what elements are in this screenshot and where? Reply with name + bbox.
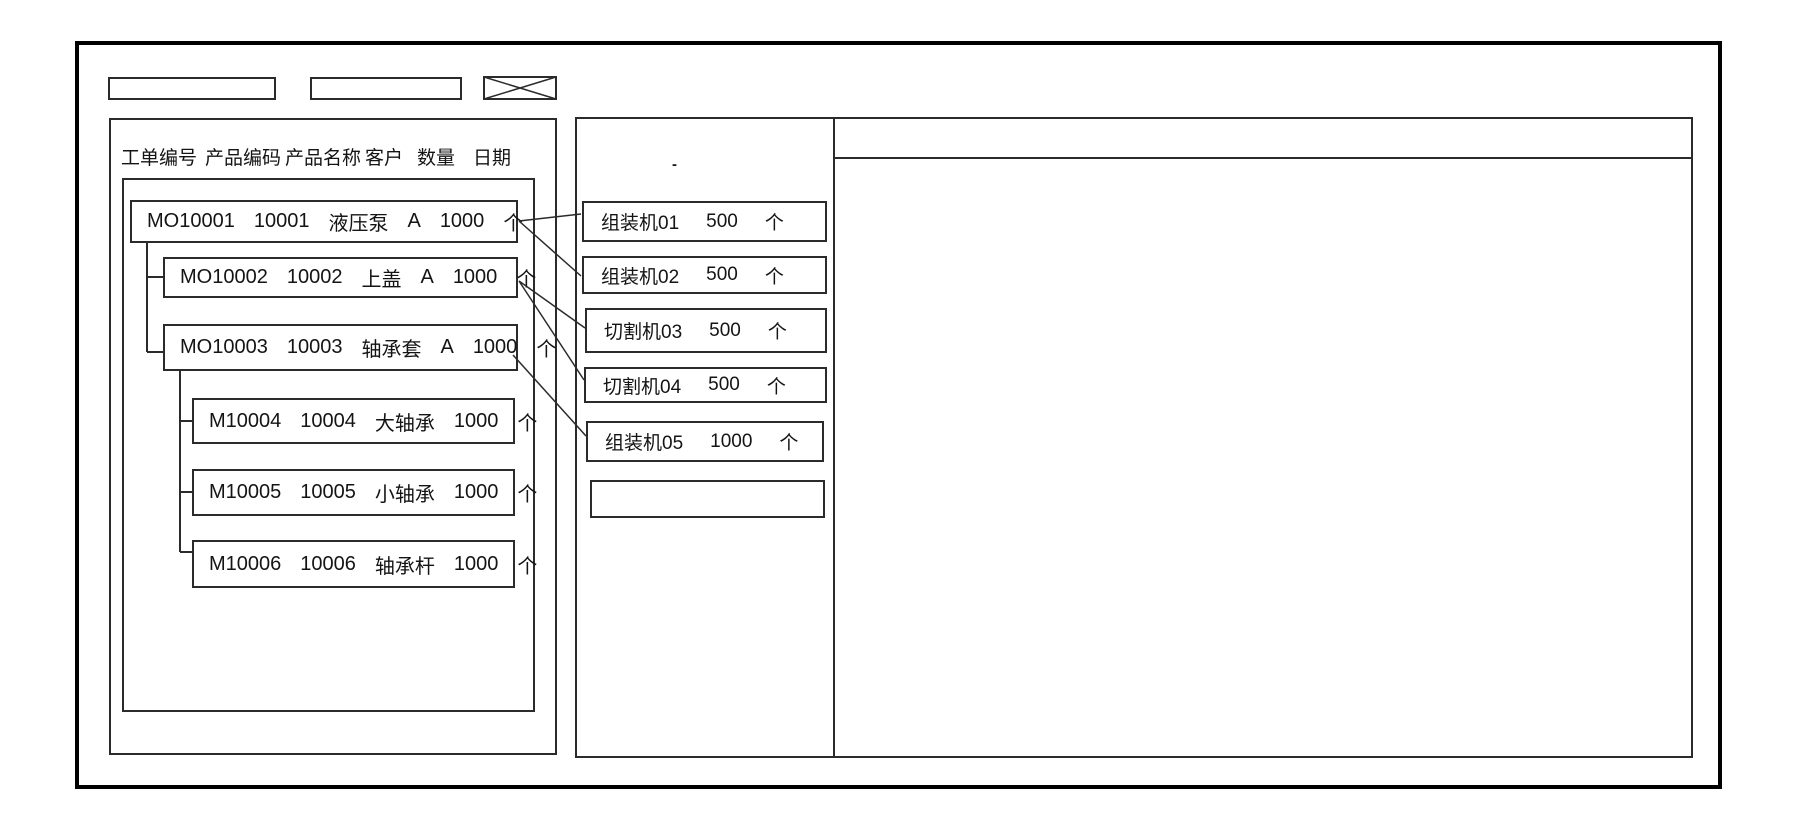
cell: 1000 <box>439 210 485 232</box>
cell: 小轴承 <box>374 484 435 506</box>
column-header-date: 日期 <box>473 148 512 169</box>
work-order-node-mo10002[interactable]: MO10002 10002 上盖 A 1000 个 <box>163 257 536 298</box>
cell: 组装机02 <box>601 266 680 288</box>
cell: 切割机04 <box>603 376 682 398</box>
machine-card-zzj05[interactable]: 组装机05 1000 个 <box>586 421 824 462</box>
detail-panel <box>833 117 1693 758</box>
cell: 个 <box>764 213 784 234</box>
cell: 10003 <box>286 336 343 358</box>
cell: 切割机03 <box>604 322 683 343</box>
toolbar-field-1[interactable] <box>108 77 276 100</box>
image-placeholder-icon <box>483 76 557 100</box>
cell: MO10001 <box>147 210 235 232</box>
cell: 个 <box>517 555 538 578</box>
cell: 个 <box>517 412 538 435</box>
work-order-node-mo10003[interactable]: MO10003 10003 轴承套 A 1000 个 <box>163 324 556 371</box>
cell: 液压泵 <box>328 213 389 235</box>
machine-card-qgj04[interactable]: 切割机04 500 个 <box>584 367 827 403</box>
stray-mark: - <box>672 156 677 173</box>
column-header-quantity: 数量 <box>417 148 456 169</box>
work-order-node-m10006[interactable]: M10006 10006 轴承杆 1000 个 <box>192 540 537 588</box>
machine-card-qgj03[interactable]: 切割机03 500 个 <box>585 308 827 353</box>
cell: 轴承套 <box>361 339 422 361</box>
cell: 个 <box>517 484 538 506</box>
cell: 500 <box>706 264 738 285</box>
cell: 上盖 <box>361 269 402 291</box>
cell: 个 <box>503 213 524 235</box>
cell: 1000 <box>710 430 753 452</box>
cell: MO10003 <box>180 336 268 358</box>
column-header-customer: 客户 <box>365 148 404 169</box>
cell: 组装机01 <box>601 213 680 234</box>
cell: 10005 <box>300 481 356 503</box>
cell: 500 <box>706 210 738 232</box>
cell: MO10002 <box>180 266 268 288</box>
cell: 500 <box>709 319 741 341</box>
toolbar-field-2[interactable] <box>310 77 462 100</box>
work-order-node-m10004[interactable]: M10004 10004 大轴承 1000 个 <box>192 398 537 444</box>
cell: 1000 <box>453 481 499 503</box>
detail-panel-header-strip <box>835 119 1691 159</box>
cell: 10001 <box>253 210 310 232</box>
column-header-order-no: 工单编号 <box>121 148 198 169</box>
cell: 个 <box>779 433 799 454</box>
cell: A <box>407 210 421 232</box>
cell: 10004 <box>300 409 356 432</box>
cell: 10002 <box>286 266 343 288</box>
cell: 10006 <box>300 552 356 575</box>
cell: 个 <box>764 266 784 288</box>
cell: M10005 <box>209 481 282 503</box>
cell: 1000 <box>452 266 498 288</box>
column-header-product-code: 产品编码 <box>205 148 282 169</box>
cell: 大轴承 <box>374 412 435 435</box>
machine-card-empty[interactable] <box>590 480 825 518</box>
cell: 1000 <box>453 552 499 575</box>
cell: 组装机05 <box>605 433 684 454</box>
cell: 个 <box>516 269 537 291</box>
cell: M10004 <box>209 409 282 432</box>
work-order-node-mo10001[interactable]: MO10001 10001 液压泵 A 1000 个 <box>130 200 523 243</box>
cell: 个 <box>766 376 786 398</box>
cell: 轴承杆 <box>374 555 435 578</box>
cell: 500 <box>708 374 740 395</box>
cell: A <box>420 266 434 288</box>
machine-card-zzj01[interactable]: 组装机01 500 个 <box>582 201 827 242</box>
cell: 1000 <box>472 336 518 358</box>
work-order-node-m10005[interactable]: M10005 10005 小轴承 1000 个 <box>192 469 537 516</box>
cell: 个 <box>536 339 557 361</box>
cell: M10006 <box>209 552 282 575</box>
column-header-product-name: 产品名称 <box>285 148 362 169</box>
machine-card-zzj02[interactable]: 组装机02 500 个 <box>582 256 827 294</box>
cell: A <box>440 336 454 358</box>
cell: 1000 <box>453 409 499 432</box>
cell: 个 <box>767 322 787 343</box>
